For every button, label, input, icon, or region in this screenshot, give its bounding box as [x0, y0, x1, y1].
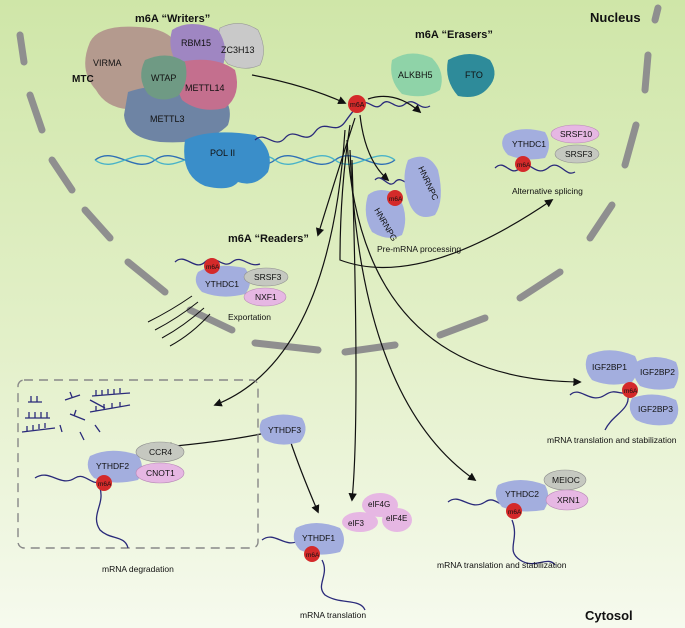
- nxf1-label: NXF1: [255, 292, 277, 302]
- ythdf3-label: YTHDF3: [268, 425, 301, 435]
- m6a-mark-premrna: [387, 190, 403, 206]
- m6a-mark-igf2bp: [622, 382, 638, 398]
- m6a-label-premrna: m6A: [389, 196, 403, 203]
- pol2-label: POL II: [210, 148, 235, 158]
- fto-label: FTO: [465, 70, 483, 80]
- srsf3-export-shape: [243, 267, 289, 287]
- nucleus-title: Nucleus: [590, 10, 641, 25]
- wtap-shape: [141, 55, 187, 100]
- degradation-group: YTHDF3 m6A YTHDF2 CCR4 CNOT1 mRNA degrad…: [34, 414, 306, 574]
- pathway-arrows: [163, 74, 582, 514]
- wtap-label: WTAP: [151, 73, 176, 83]
- translation-group: m6A YTHDF1 eIF4G eIF3 eIF4E mRNA transla…: [261, 493, 412, 620]
- xrn1-label: XRN1: [557, 495, 580, 505]
- m6a-label-translation: m6A: [306, 552, 320, 559]
- eif4e-label: eIF4E: [386, 514, 407, 523]
- igf2bp1-shape: [585, 350, 638, 385]
- splicing-caption: Alternative splicing: [512, 186, 583, 196]
- srsf3-export-label: SRSF3: [254, 272, 282, 282]
- eif3-label: eIF3: [348, 519, 365, 528]
- srsf10-shape: [550, 124, 600, 144]
- writer-complex: VIRMA RBM15 ZC3H13 WTAP METTL14 METTL3: [85, 23, 264, 143]
- splicing-group: m6A YTHDC1 SRSF10 SRSF3 Alternative spli…: [494, 124, 600, 196]
- degradation-caption: mRNA degradation: [102, 564, 174, 574]
- m6a-mark-ythdc2: [506, 503, 522, 519]
- mtc-label: MTC: [72, 74, 94, 85]
- cytosol-title: Cytosol: [585, 608, 633, 623]
- writers-title: m6A “Writers”: [135, 13, 210, 25]
- igf2bp3-label: IGF2BP3: [638, 404, 673, 414]
- ythdf2-shape: [87, 450, 142, 483]
- rna-fragments: [21, 388, 131, 441]
- erasers-title: m6A “Erasers”: [415, 29, 493, 41]
- export-caption: Exportation: [228, 312, 271, 322]
- rbm15-label: RBM15: [181, 38, 211, 48]
- eif3-shape: [342, 512, 378, 532]
- ccr4-label: CCR4: [149, 447, 172, 457]
- ythdc2-shape: [495, 480, 549, 512]
- ythdc2-group: m6A YTHDC2 MEIOC XRN1 mRNA translation a…: [437, 469, 589, 570]
- nuclear-membrane: [16, 4, 662, 356]
- nxf1-shape: [243, 287, 287, 307]
- m6a-label-ythdc2: m6A: [508, 509, 522, 516]
- igf2bp1-label: IGF2BP1: [592, 362, 627, 372]
- m6a-label-splicing: m6A: [517, 162, 531, 169]
- m6a-label-igf2bp: m6A: [624, 388, 638, 395]
- alkbh5-label: ALKBH5: [398, 70, 433, 80]
- igf2bp2-shape: [633, 357, 679, 390]
- m6a-label-export: m6A: [206, 264, 220, 271]
- export-group: m6A YTHDC1 SRSF3 NXF1 Exportation: [147, 258, 289, 347]
- meioc-label: MEIOC: [552, 475, 580, 485]
- fto-shape: [447, 54, 495, 97]
- m6a-mark-main: [348, 95, 366, 113]
- igf2bp-group: m6A IGF2BP1 IGF2BP2 IGF2BP3 mRNA transla…: [547, 350, 679, 445]
- ythdc1-splicing-label: YTHDC1: [512, 139, 546, 149]
- ccr4-shape: [135, 441, 185, 463]
- cnot1-shape: [135, 462, 185, 484]
- xrn1-shape: [545, 489, 589, 511]
- readers-title: m6A “Readers”: [228, 233, 309, 245]
- eif4g-label: eIF4G: [368, 500, 390, 509]
- m6a-mark-splicing: [515, 156, 531, 172]
- m6a-mark-degradation: [96, 475, 112, 491]
- m6a-label-main: m6A: [350, 102, 365, 109]
- srsf10-label: SRSF10: [560, 129, 592, 139]
- degradation-box: [17, 379, 259, 549]
- m6a-label-degradation: m6A: [98, 481, 112, 488]
- igf2bp3-shape: [629, 394, 679, 426]
- mettl3-label: METTL3: [150, 114, 185, 124]
- srsf3-shape-splicing: [554, 144, 600, 164]
- export-motion-lines: [147, 295, 211, 347]
- ythdf1-label: YTHDF1: [302, 533, 335, 543]
- alkbh5-shape: [391, 53, 442, 97]
- srsf3-splicing-label: SRSF3: [565, 149, 593, 159]
- m6a-mark-export: [204, 258, 220, 274]
- ythdc1-splicing-shape: [502, 129, 549, 160]
- igf2bp2-label: IGF2BP2: [640, 367, 675, 377]
- translation-caption: mRNA translation: [300, 610, 366, 620]
- ythdf3-shape: [259, 414, 306, 445]
- igf2bp-caption: mRNA translation and stabilization: [547, 435, 677, 445]
- m6a-mark-translation: [304, 546, 320, 562]
- ythdf1-shape: [293, 523, 344, 555]
- mettl14-shape: [176, 59, 238, 110]
- ythdc2-label: YTHDC2: [505, 489, 539, 499]
- premrna-caption: Pre-mRNA processing: [377, 244, 461, 254]
- mettl14-label: METTL14: [185, 83, 225, 93]
- cnot1-label: CNOT1: [146, 468, 175, 478]
- eif4e-shape: [382, 508, 412, 532]
- zc3h13-label: ZC3H13: [221, 45, 255, 55]
- ythdc2-caption: mRNA translation and stabilization: [437, 560, 567, 570]
- ythdf2-label: YTHDF2: [96, 461, 129, 471]
- virma-label: VIRMA: [93, 58, 122, 68]
- hnrnpc-shape: [404, 156, 441, 218]
- ythdc1-export-label: YTHDC1: [205, 279, 239, 289]
- pol2-shape: [184, 132, 270, 189]
